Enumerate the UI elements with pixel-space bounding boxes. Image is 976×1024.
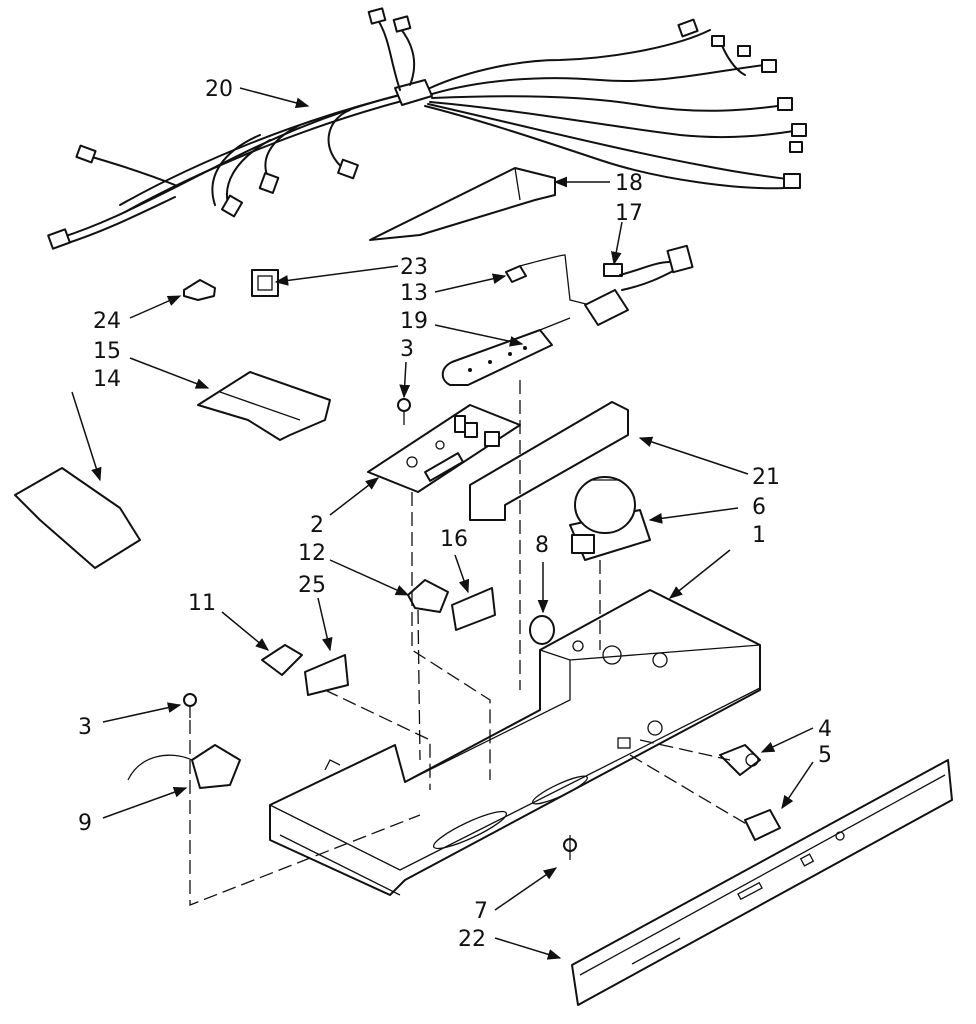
screw-part-3-lower bbox=[183, 693, 197, 718]
switch-part-5 bbox=[744, 809, 781, 841]
callout-17: 17 bbox=[615, 201, 643, 226]
circuit-board-part-2 bbox=[367, 404, 521, 493]
heater-tube-part-19 bbox=[441, 317, 571, 386]
callout-13: 13 bbox=[400, 281, 428, 306]
callout-2: 2 bbox=[310, 513, 324, 538]
label-part-25 bbox=[304, 654, 349, 696]
callout-15: 15 bbox=[93, 339, 121, 364]
control-housing-part-1 bbox=[269, 589, 761, 896]
callout-1: 1 bbox=[752, 523, 766, 548]
leader-lines bbox=[71, 87, 814, 960]
switch-part-11 bbox=[261, 644, 303, 676]
callout-labels: 20 18 17 23 13 24 15 14 19 3 21 6 2 1 16… bbox=[78, 77, 832, 952]
gasket-part-21 bbox=[469, 401, 629, 521]
callout-25: 25 bbox=[298, 573, 326, 598]
trim-panel-part-22 bbox=[571, 759, 953, 1006]
callout-11: 11 bbox=[188, 591, 216, 616]
defrost-timer-part-6 bbox=[569, 476, 651, 561]
callout-20: 20 bbox=[205, 77, 233, 102]
callout-9: 9 bbox=[78, 811, 92, 836]
callout-12: 12 bbox=[298, 541, 326, 566]
callout-3-lower: 3 bbox=[78, 715, 92, 740]
callout-8: 8 bbox=[535, 533, 549, 558]
bracket-part-12 bbox=[407, 579, 449, 613]
screw-part-7 bbox=[563, 835, 577, 860]
callout-18: 18 bbox=[615, 171, 643, 196]
label-part-16 bbox=[451, 587, 496, 631]
switch-part-9 bbox=[127, 744, 241, 789]
cover-part-15 bbox=[197, 371, 331, 441]
callout-4: 4 bbox=[818, 717, 832, 742]
callout-3-top: 3 bbox=[400, 337, 414, 362]
clip-part-24 bbox=[183, 279, 216, 301]
callout-19: 19 bbox=[400, 309, 428, 334]
callout-21: 21 bbox=[752, 465, 780, 490]
alignment-lines bbox=[189, 380, 749, 906]
knob-part-8 bbox=[529, 615, 555, 645]
clip-part-23 bbox=[251, 269, 279, 297]
screw-part-3-top bbox=[397, 398, 411, 425]
callout-22: 22 bbox=[458, 927, 486, 952]
cover-part-14 bbox=[14, 467, 141, 569]
callout-24: 24 bbox=[93, 309, 121, 334]
connector-part-17 bbox=[584, 244, 694, 326]
wire-harness-part-20 bbox=[47, 7, 807, 250]
callout-6: 6 bbox=[752, 495, 766, 520]
switch-part-4 bbox=[719, 744, 761, 776]
bracket-part-18 bbox=[369, 167, 556, 241]
callout-7: 7 bbox=[474, 899, 488, 924]
callout-16: 16 bbox=[440, 527, 468, 552]
bulb-part-13 bbox=[505, 254, 591, 306]
callout-23: 23 bbox=[400, 255, 428, 280]
callout-14: 14 bbox=[93, 367, 121, 392]
callout-5: 5 bbox=[818, 743, 832, 768]
